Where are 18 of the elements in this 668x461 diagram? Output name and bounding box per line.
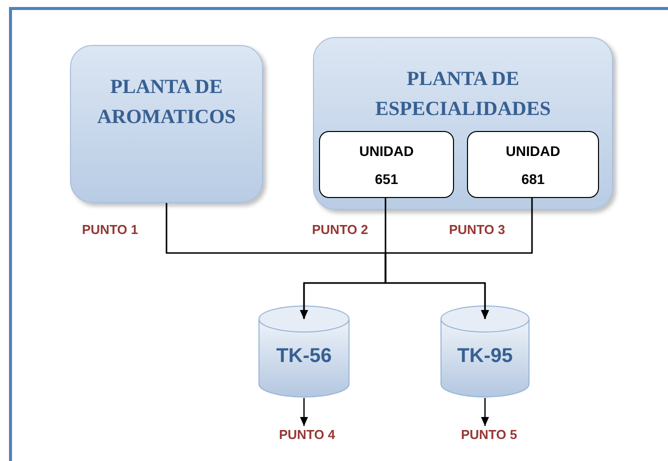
pipe-arrow [384, 197, 533, 319]
node-text: PUNTO 5 [460, 426, 518, 444]
plant-box [70, 45, 263, 203]
point-label: PUNTO 3 [449, 221, 506, 239]
pipe-arrow [481, 398, 489, 426]
node-text: TK-56 [276, 344, 332, 368]
unit-box [467, 131, 599, 198]
node-text: PLANTA DE ESPECIALIDADES [374, 67, 552, 122]
node-text: UNIDAD 681 [506, 142, 560, 188]
unit-box [319, 131, 454, 198]
node-text: UNIDAD 651 [359, 142, 414, 188]
pipe-arrow [300, 398, 308, 426]
node-text: PUNTO 4 [278, 426, 336, 444]
node-text: TK-95 [457, 344, 513, 368]
point-label: PUNTO 2 [312, 221, 368, 239]
plant-box [313, 37, 613, 210]
node-text: PLANTA DE AROMATICOS [96, 75, 237, 130]
point-label: PUNTO 1 [82, 221, 138, 239]
